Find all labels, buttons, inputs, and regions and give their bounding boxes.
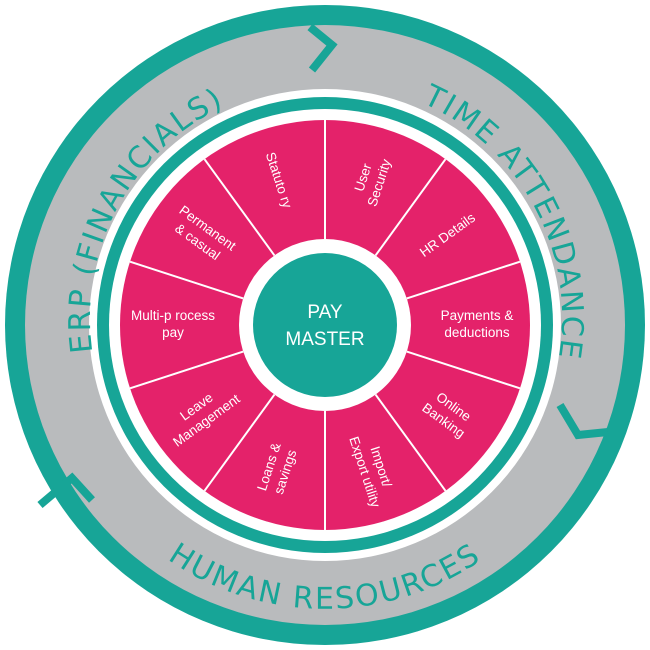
segment-label: deductions [444, 325, 510, 340]
segment-label: Payments & [441, 308, 514, 323]
arrow-top [307, 23, 338, 73]
arrow-left [37, 472, 95, 509]
segment-divider [406, 260, 521, 300]
segment-divider [406, 350, 521, 390]
arrow-right [556, 402, 609, 440]
segment-divider [129, 260, 244, 300]
segment-divider [203, 158, 276, 257]
segment-divider [203, 393, 276, 492]
segment-label: Multi-p rocess [131, 308, 215, 323]
segment-label: pay [162, 325, 184, 340]
cycle-arrows [37, 23, 609, 509]
segment-divider [374, 158, 447, 257]
segment-divider [129, 350, 244, 390]
center-title-line1: PAY [307, 302, 343, 323]
center-title-line2: MASTER [285, 329, 364, 350]
segment-label-group: Multi-p rocess pay [131, 308, 215, 340]
segment-dividers [129, 120, 521, 530]
center-hub [253, 253, 397, 397]
segment-label-group: Payments & deductions [441, 308, 514, 340]
segment-divider [374, 393, 447, 492]
